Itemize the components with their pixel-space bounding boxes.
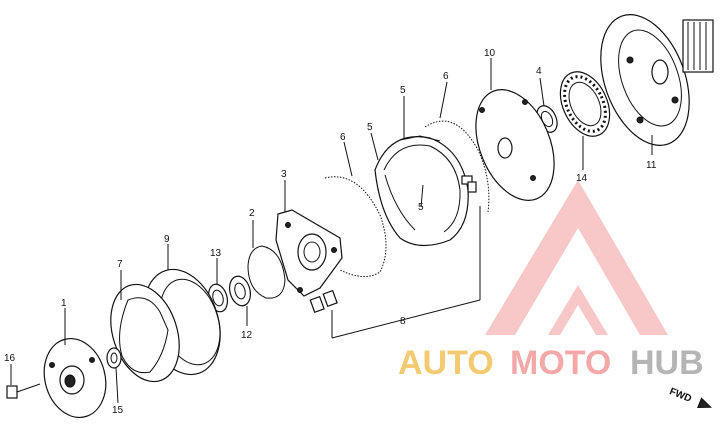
washer-12	[228, 275, 252, 307]
callout-16: 16	[4, 353, 16, 364]
clutch-hub	[43, 337, 107, 419]
callout-11: 11	[646, 160, 657, 171]
damper-plate	[110, 283, 180, 383]
bolt-16	[6, 383, 41, 399]
fwd-label: FWD	[668, 386, 693, 405]
clutch-shoe-assembly	[374, 120, 490, 247]
callout-10: 10	[484, 48, 496, 59]
collar-15	[106, 347, 122, 369]
forward-direction-indicator: FWD	[668, 386, 712, 408]
callout-9: 9	[164, 234, 170, 245]
callout-4: 4	[536, 66, 542, 77]
drive-plate	[275, 209, 343, 297]
clutch-plate	[475, 89, 555, 201]
callout-15: 15	[112, 405, 124, 416]
callout-8: 8	[400, 316, 406, 327]
watermark-text: AUTO MOTO HUB	[398, 344, 704, 382]
callout-13: 13	[210, 248, 222, 259]
clutch-spring	[324, 176, 387, 277]
callout-5-top: 5	[400, 85, 406, 96]
spring-ring	[247, 245, 286, 299]
watermark-moto: MOTO	[510, 344, 611, 382]
callout-5-left: 5	[367, 122, 373, 133]
callout-1: 1	[61, 298, 67, 309]
watermark-auto: AUTO	[398, 344, 494, 382]
callout-6-right: 6	[443, 71, 449, 82]
watermark-hub: HUB	[630, 344, 704, 382]
fwd-arrow-icon	[697, 397, 712, 408]
callout-2: 2	[249, 208, 255, 219]
watermark-logo	[485, 180, 668, 335]
clutch-outer-drum	[600, 14, 714, 146]
callout-labels: 1 2 3 4 5 5 5 6 6 7 8 9 10 11 12 13 14 1…	[4, 48, 657, 416]
callout-3: 3	[281, 169, 287, 180]
leader-lines	[10, 58, 653, 404]
callout-7: 7	[117, 259, 123, 270]
callout-12: 12	[241, 330, 253, 341]
callout-14: 14	[576, 173, 588, 184]
callout-6-left: 6	[340, 132, 346, 143]
callout-5-lower: 5	[418, 202, 424, 213]
one-way-clutch-bearing	[559, 71, 611, 137]
clutch-pins	[309, 289, 338, 314]
